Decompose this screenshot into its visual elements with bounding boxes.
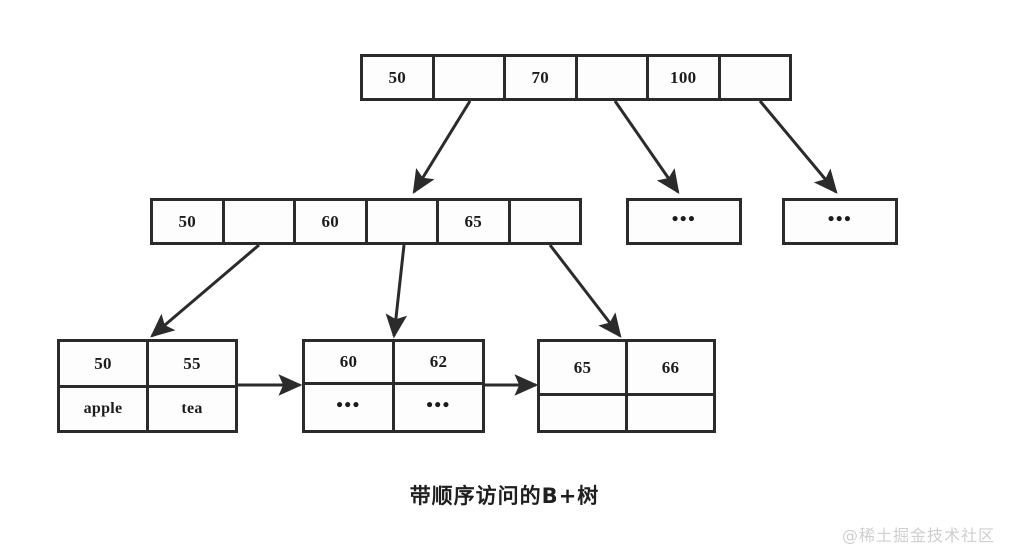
leaf-node-2-key-row: 60 62	[305, 342, 482, 382]
stub-node-2-row: •••	[828, 201, 852, 242]
internal-cell-0: 50	[178, 212, 197, 231]
root-node-row: 50 70 100	[363, 57, 789, 98]
internal-cell-5	[507, 201, 580, 242]
leaf-3-key-0: 65	[573, 358, 592, 377]
leaf-1-key-0: 50	[94, 354, 112, 373]
internal-cell-3	[364, 201, 437, 242]
internal-cell-2: 60	[293, 201, 365, 242]
internal-node: 50 60 65	[150, 198, 582, 245]
edge-internal-to-leaf-2	[385, 244, 408, 339]
leaf-node-2-value-row: ••• •••	[305, 381, 482, 430]
stub-node-2: •••	[782, 198, 898, 245]
edge-root-to-internal	[412, 100, 472, 195]
leaf-node-3-key-row: 65 66	[540, 342, 713, 393]
root-node: 50 70 100	[360, 54, 792, 101]
leaf-3-value-1	[625, 396, 713, 430]
leaf-node-1-key-row: 50 55	[60, 342, 235, 385]
leaf-node-3: 65 66	[537, 339, 716, 433]
stub-node-1: •••	[626, 198, 742, 245]
root-cell-0: 50	[388, 68, 407, 87]
internal-cell-1	[221, 201, 294, 242]
stub-node-1-row: •••	[672, 201, 696, 242]
root-cell-1	[431, 57, 504, 98]
leaf-2-value-1: •••	[392, 384, 482, 430]
leaf-node-1-value-row: apple tea	[60, 385, 235, 430]
leaf-2-key-1: 62	[392, 342, 482, 382]
diagram-caption: 带顺序访问的B+树	[409, 484, 600, 508]
leaf-2-key-0: 60	[339, 352, 358, 372]
watermark: @稀土掘金技术社区	[841, 526, 995, 545]
root-cell-5	[717, 57, 790, 98]
root-cell-4: 100	[646, 57, 718, 98]
edge-root-to-stub-2	[758, 100, 838, 194]
internal-cell-4: 65	[436, 201, 508, 242]
edge-internal-to-leaf-1	[150, 243, 260, 338]
internal-node-row: 50 60 65	[153, 201, 579, 242]
leaf-node-3-value-row	[540, 393, 713, 430]
leaf-2-value-0: •••	[336, 394, 361, 416]
leaf-node-2: 60 62 ••• •••	[302, 339, 485, 433]
leaf-1-value-0: apple	[83, 400, 123, 417]
leaf-1-value-1: tea	[146, 388, 235, 430]
edge-internal-to-leaf-3	[548, 244, 622, 338]
leaf-3-key-1: 66	[625, 342, 713, 393]
stub-node-1-label: •••	[671, 209, 697, 230]
root-cell-2: 70	[503, 57, 575, 98]
stub-node-2-label: •••	[827, 209, 853, 230]
root-cell-3	[574, 57, 647, 98]
leaf-node-1: 50 55 apple tea	[57, 339, 238, 433]
leaf-3-value-0	[540, 396, 625, 430]
edge-root-to-stub-1	[613, 100, 680, 194]
leaf-1-key-1: 55	[146, 342, 235, 385]
